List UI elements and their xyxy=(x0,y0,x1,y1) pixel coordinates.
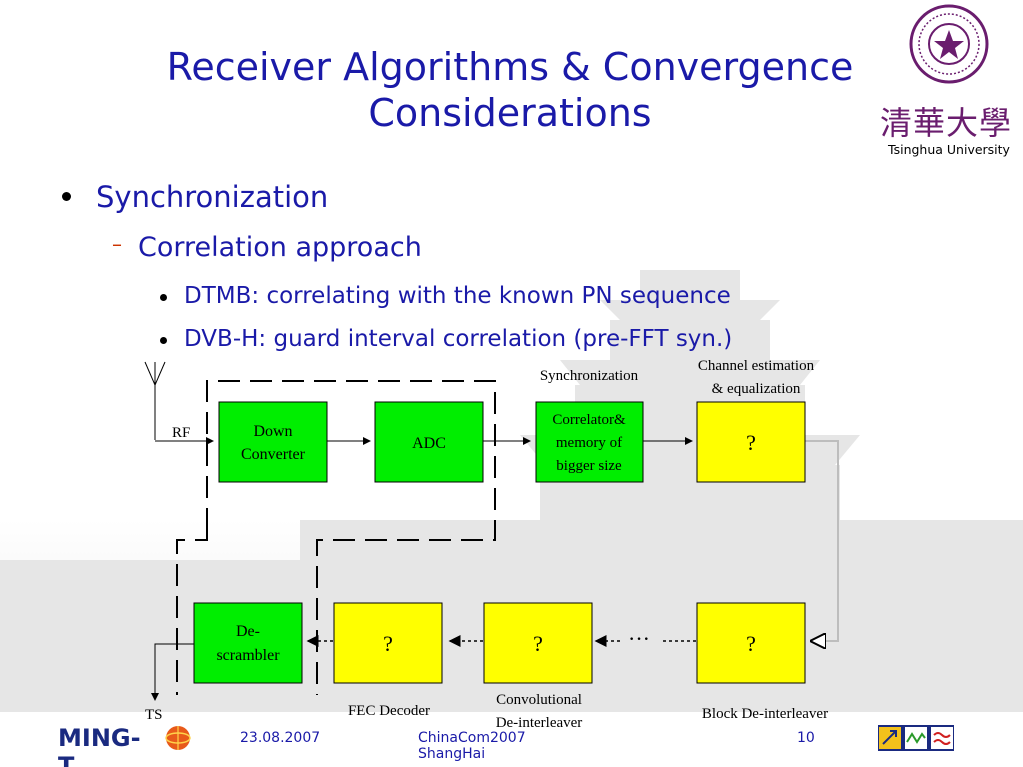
antenna-icon xyxy=(144,361,166,440)
block-descrambler xyxy=(193,602,303,684)
block-deint-caption: Block De-interleaver xyxy=(702,706,828,722)
down-converter-line2: Converter xyxy=(241,446,306,463)
ming-t-logo: MING-T xyxy=(58,724,141,767)
bullet-dot-icon xyxy=(62,192,71,201)
bullet-dot-icon xyxy=(160,337,167,344)
block-correlator xyxy=(535,401,644,483)
conv-deint-caption-1: Convolutional xyxy=(496,692,582,708)
fec-label: ? xyxy=(383,631,393,656)
descrambler-line1: De- xyxy=(236,623,260,640)
conv-deint-label: ? xyxy=(533,631,543,656)
page-number: 10 xyxy=(797,730,815,746)
bullet-text: Correlation approach xyxy=(138,232,422,263)
arrow-to-ts xyxy=(151,643,194,701)
ellipsis-label: ··· xyxy=(628,626,650,651)
rf-label: RF xyxy=(172,425,190,441)
block-channel-equalization xyxy=(696,401,806,483)
arrow-eq-to-blockdeint xyxy=(805,440,839,641)
block-deint-label: ? xyxy=(746,631,756,656)
bullet-text: DTMB: correlating with the known PN sequ… xyxy=(184,283,731,309)
signal-logo-icon xyxy=(878,725,954,751)
title-line-1: Receiver Algorithms & Convergence xyxy=(166,45,854,89)
block-conv-deinterleaver xyxy=(483,602,593,684)
chan-eq-label: ? xyxy=(746,430,756,455)
university-name: Tsinghua University xyxy=(888,142,1010,157)
dash-icon: – xyxy=(112,232,122,256)
channel-est-caption-2: & equalization xyxy=(712,381,801,397)
title-line-2: Considerations xyxy=(368,91,652,135)
block-adc xyxy=(374,401,484,483)
block-block-deinterleaver xyxy=(696,602,806,684)
block-fec-decoder xyxy=(333,602,443,684)
ts-label: TS xyxy=(145,707,163,723)
correlator-line1: Correlator& xyxy=(552,412,626,428)
descrambler-line2: scrambler xyxy=(216,647,280,664)
footer-date: 23.08.2007 xyxy=(240,730,321,746)
correlator-line2: memory of xyxy=(556,435,622,451)
bullet-dot-icon xyxy=(160,294,167,301)
synchronization-caption: Synchronization xyxy=(540,368,639,384)
fec-decoder-caption: FEC Decoder xyxy=(348,703,430,719)
block-down-converter xyxy=(218,401,328,483)
bullet-text: Synchronization xyxy=(96,180,329,214)
footer-conference: ChinaCom2007 ShangHai xyxy=(418,730,526,762)
channel-est-caption-1: Channel estimation xyxy=(698,358,815,374)
adc-label: ADC xyxy=(412,435,446,452)
bullet-text: DVB-H: guard interval correlation (pre-F… xyxy=(184,326,733,352)
conv-deint-caption-2: De-interleaver xyxy=(496,715,583,731)
university-chinese-name: 清華大學 xyxy=(880,104,1013,142)
globe-icon xyxy=(165,726,191,750)
slide-title: Receiver Algorithms & Convergence Consid… xyxy=(90,44,930,136)
down-converter-line1: Down xyxy=(253,423,292,440)
correlator-line3: bigger size xyxy=(556,458,622,474)
dashed-boundary-bottom xyxy=(176,530,208,695)
dashed-boundary-top xyxy=(206,380,496,695)
